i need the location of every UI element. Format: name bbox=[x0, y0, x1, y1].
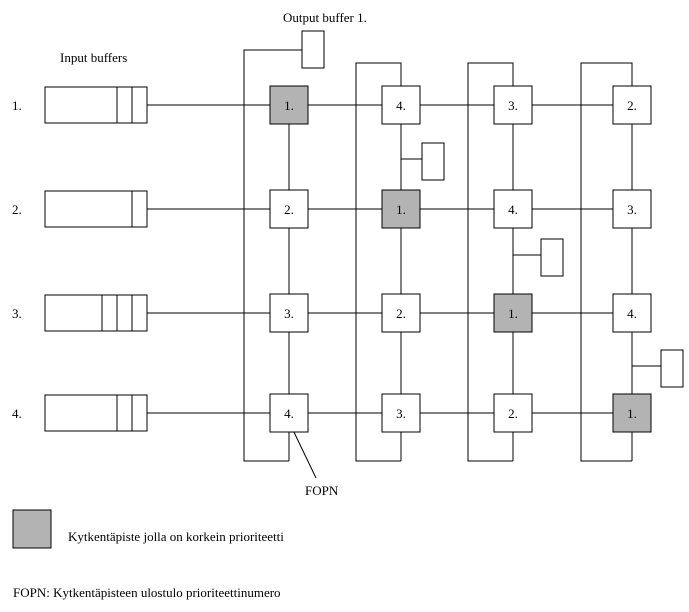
output-loop-2 bbox=[355, 62, 402, 462]
crosspoint-4-3 bbox=[493, 393, 533, 433]
row-labels: 1. 2. 3. 4. bbox=[12, 98, 22, 421]
legend-highlight-swatch bbox=[12, 509, 52, 549]
connection-lines bbox=[147, 49, 661, 479]
crosspoint-label: 3. bbox=[627, 202, 637, 217]
input-buffers bbox=[44, 86, 148, 432]
crosspoint-1-2 bbox=[381, 85, 421, 125]
crosspoint-label: 3. bbox=[396, 406, 406, 421]
output-buffer-3 bbox=[540, 238, 564, 277]
legend-fopn-text: FOPN: Kytkentäpisteen ulostulo prioritee… bbox=[13, 585, 281, 600]
crosspoint-label: 4. bbox=[396, 98, 406, 113]
crosspoint-label: 2. bbox=[627, 98, 637, 113]
crosspoint-2-4 bbox=[612, 189, 652, 229]
crosspoint-label: 4. bbox=[508, 202, 518, 217]
crosspoint-4-4 bbox=[612, 393, 652, 433]
crosspoint-2-1 bbox=[269, 189, 309, 229]
crosspoint-3-3 bbox=[493, 293, 533, 333]
crosspoint-2-3 bbox=[493, 189, 533, 229]
output-loop-1 bbox=[243, 49, 302, 462]
output-branch-3 bbox=[512, 228, 541, 256]
crosspoint-1-3 bbox=[493, 85, 533, 125]
crosspoint-3-2 bbox=[381, 293, 421, 333]
crosspoint-label: 3. bbox=[508, 98, 518, 113]
input-buffer-4 bbox=[44, 394, 148, 432]
crosspoint-4-1 bbox=[269, 393, 309, 433]
crosspoint-label: 2. bbox=[396, 306, 406, 321]
crosspoint-1-1 bbox=[269, 85, 309, 125]
crosspoint-3-1 bbox=[269, 293, 309, 333]
row-label-2: 2. bbox=[12, 202, 22, 217]
row-label-1: 1. bbox=[12, 98, 22, 113]
input-buffer-2 bbox=[44, 190, 148, 228]
output-buffer-4 bbox=[660, 349, 684, 388]
output-branch-4 bbox=[631, 332, 661, 367]
crosspoint-label: 1. bbox=[627, 406, 637, 421]
crosspoint-1-4 bbox=[612, 85, 652, 125]
crosspoint-3-4 bbox=[612, 293, 652, 333]
crosspoint-2-2 bbox=[381, 189, 421, 229]
input-buffer-1 bbox=[44, 86, 148, 124]
output-buffers bbox=[301, 30, 684, 388]
crosspoint-label: 1. bbox=[508, 306, 518, 321]
fopn-pointer bbox=[291, 427, 317, 479]
row-label-4: 4. bbox=[12, 406, 22, 421]
output-branch-2 bbox=[400, 124, 422, 160]
row-label-3: 3. bbox=[12, 306, 22, 321]
output-loop-3 bbox=[467, 62, 514, 462]
crosspoint-label: 1. bbox=[396, 202, 406, 217]
legend-highlight-text: Kytkentäpiste jolla on korkein prioritee… bbox=[68, 529, 284, 544]
crosspoint-grid: 1. 4. 3. 2. 2. 1. 4. 3. 3. 2. 1. 4. 4. 3. 2. 1. bbox=[269, 85, 652, 433]
crosspoint-label: 3. bbox=[284, 306, 294, 321]
crosspoint-label: 2. bbox=[284, 202, 294, 217]
fopn-label: FOPN bbox=[305, 483, 339, 498]
crosspoint-label: 1. bbox=[284, 98, 294, 113]
output-buffer-label: Output buffer 1. bbox=[283, 10, 367, 25]
input-buffer-3 bbox=[44, 294, 148, 332]
output-loop-4 bbox=[580, 62, 633, 462]
output-buffer-1 bbox=[301, 30, 325, 69]
crosspoint-4-2 bbox=[381, 393, 421, 433]
crosspoint-label: 4. bbox=[627, 306, 637, 321]
crosspoint-label: 4. bbox=[284, 406, 294, 421]
output-buffer-2 bbox=[421, 142, 445, 181]
crosspoint-label: 2. bbox=[508, 406, 518, 421]
input-buffers-label: Input buffers bbox=[60, 50, 127, 65]
